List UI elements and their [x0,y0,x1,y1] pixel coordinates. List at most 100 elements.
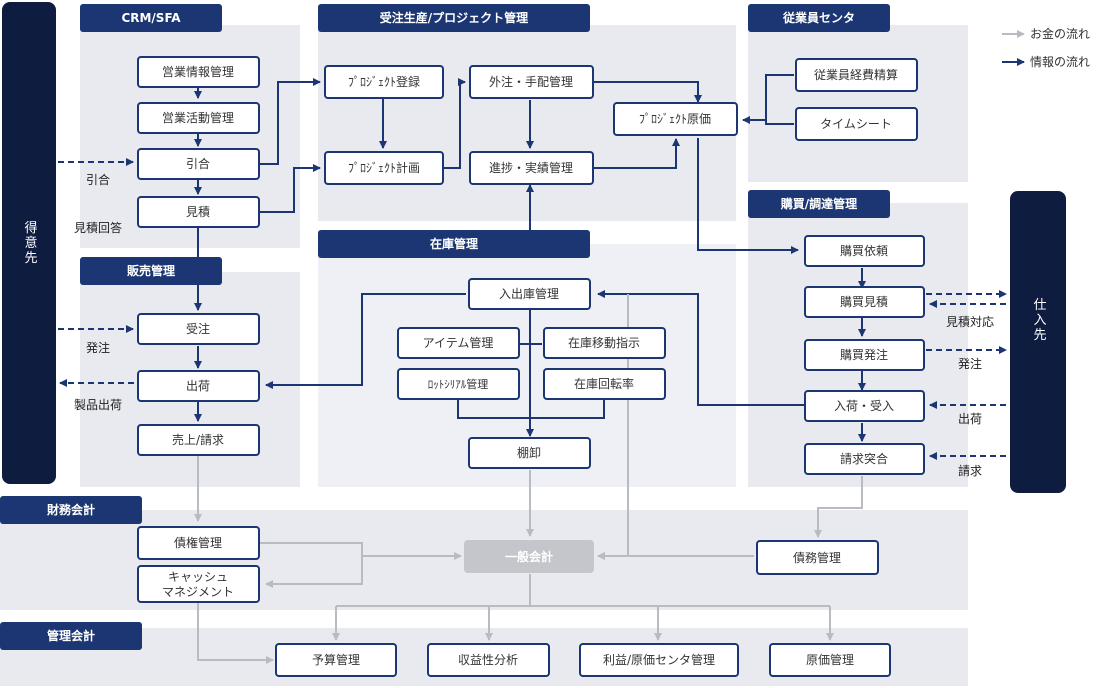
node-expense[interactable]: 従業員経費精算 [795,58,918,92]
label-inquiry: 引合 [86,172,110,187]
info-flows [194,74,866,442]
section-header-sales: 販売管理 [80,257,222,285]
node-inout-label: 入出庫管理 [499,286,559,301]
node-sales-activity-label: 営業活動管理 [162,110,234,125]
node-receivable[interactable]: 債権管理 [137,526,260,560]
section-header-inventory: 在庫管理 [318,230,590,258]
node-project-reg-label: ﾌﾟﾛｼﾞｪｸﾄ登録 [348,74,420,89]
node-inquiry[interactable]: 引合 [137,148,260,180]
flow-plan-outsource [444,78,466,169]
node-sales-info[interactable]: 営業情報管理 [137,56,260,88]
section-title-sales: 販売管理 [127,263,175,278]
node-profit-center[interactable]: 利益/原価センタ管理 [579,643,739,677]
node-outsource[interactable]: 外注・手配管理 [469,65,594,99]
node-order-label: 受注 [186,321,210,336]
node-general-ledger[interactable]: 一般会計 [464,540,594,573]
node-inout[interactable]: 入出庫管理 [468,278,591,310]
node-purchase-order-label: 購買発注 [840,347,888,362]
node-budget[interactable]: 予算管理 [275,643,397,677]
node-estimate[interactable]: 見積 [137,196,260,228]
node-order[interactable]: 受注 [137,313,260,345]
node-project-plan[interactable]: ﾌﾟﾛｼﾞｪｸﾄ計画 [324,151,444,185]
flow-gl-cash [265,556,363,588]
node-purchase-est[interactable]: 購買見積 [804,286,925,318]
node-cash-mgmt-label-1: キャッシュ [168,570,228,584]
legend-money-label: お金の流れ [1030,26,1090,41]
node-cash-mgmt[interactable]: キャッシュ マネジメント [137,565,260,603]
node-shipment-label: 出荷 [186,379,210,393]
node-sales-billing[interactable]: 売上/請求 [137,424,260,456]
node-budget-label: 予算管理 [312,652,360,667]
flow-timesheet-cost [742,116,794,125]
external-flows [58,158,1007,460]
flow-receipt-inout [597,290,804,406]
section-title-purchase: 購買/調達管理 [780,196,857,211]
section-header-employee: 従業員センタ [748,4,890,32]
party-customer: 得意先 [2,2,56,484]
label-estimate-response: 見積対応 [946,314,994,329]
label-order-placed: 発注 [86,340,110,355]
node-invoice-match-label: 請求突合 [840,451,888,466]
section-header-project: 受注生産/プロジェクト管理 [318,4,590,32]
node-general-ledger-label: 一般会計 [505,549,553,564]
node-stocktake-label: 棚卸 [517,445,541,460]
node-shipment[interactable]: 出荷 [137,370,260,402]
node-outsource-label: 外注・手配管理 [489,74,573,89]
section-header-management: 管理会計 [0,622,142,650]
node-expense-label: 従業員経費精算 [814,67,898,82]
node-cost-mgmt[interactable]: 原価管理 [769,643,891,677]
node-item[interactable]: アイテム管理 [397,327,520,359]
node-inquiry-label: 引合 [186,156,210,171]
section-title-employee: 従業員センタ [782,10,855,25]
node-sales-info-label: 営業情報管理 [162,64,234,79]
node-sales-activity[interactable]: 営業活動管理 [137,102,260,134]
section-title-crm: CRM/SFA [121,11,181,25]
section-header-financial: 財務会計 [0,496,142,524]
label-supplier-order: 発注 [958,356,982,371]
node-estimate-label: 見積 [186,204,210,219]
node-receivable-label: 債権管理 [174,535,222,550]
label-supplier-ship: 出荷 [958,412,982,426]
node-purchase-req[interactable]: 購買依頼 [804,235,925,267]
party-supplier-label: 仕入先 [1031,298,1047,343]
flow-inquiry-projectreg [260,78,321,165]
node-stocktake[interactable]: 棚卸 [468,437,591,469]
node-payable-label: 債務管理 [793,550,841,565]
label-supplier-invoice: 請求 [958,464,982,478]
node-turnover[interactable]: 在庫回転率 [543,368,666,400]
node-project-reg[interactable]: ﾌﾟﾛｼﾞｪｸﾄ登録 [324,65,444,99]
flow-receivable-gl [260,542,462,560]
flow-progress-cost [594,138,680,169]
node-timesheet[interactable]: タイムシート [795,107,918,141]
node-project-cost-label: ﾌﾟﾛｼﾞｪｸﾄ原価 [639,112,711,126]
node-timesheet-label: タイムシート [820,117,892,131]
node-project-cost[interactable]: ﾌﾟﾛｼﾞｪｸﾄ原価 [613,102,738,136]
node-profitability-label: 収益性分析 [458,653,518,667]
node-receipt[interactable]: 入荷・受入 [804,390,925,422]
node-lot-label: ﾛｯﾄｼﾘｱﾙ管理 [428,377,489,391]
node-receipt-label: 入荷・受入 [834,399,894,413]
section-title-financial: 財務会計 [46,502,95,517]
section-header-crm: CRM/SFA [80,4,222,32]
node-transfer-label: 在庫移動指示 [568,335,640,350]
node-project-plan-label: ﾌﾟﾛｼﾞｪｸﾄ計画 [348,160,420,175]
node-purchase-est-label: 購買見積 [840,294,888,309]
section-header-purchase: 購買/調達管理 [748,190,890,218]
flow-invoice-payable [814,476,863,538]
node-profitability[interactable]: 収益性分析 [427,643,550,677]
node-profit-center-label: 利益/原価センタ管理 [603,652,715,667]
node-purchase-order[interactable]: 購買発注 [804,339,925,371]
node-progress-label: 進捗・実績管理 [489,160,573,175]
node-payable[interactable]: 債務管理 [756,540,879,575]
node-transfer[interactable]: 在庫移動指示 [543,327,666,359]
section-title-inventory: 在庫管理 [430,236,478,251]
node-progress[interactable]: 進捗・実績管理 [469,151,594,185]
node-cost-mgmt-label: 原価管理 [806,652,854,667]
flow-expense-join [765,74,794,120]
employee-panel [748,25,968,182]
section-title-project: 受注生産/プロジェクト管理 [380,10,528,25]
node-lot[interactable]: ﾛｯﾄｼﾘｱﾙ管理 [397,368,520,400]
node-sales-billing-label: 売上/請求 [172,432,224,447]
node-invoice-match[interactable]: 請求突合 [804,443,925,475]
